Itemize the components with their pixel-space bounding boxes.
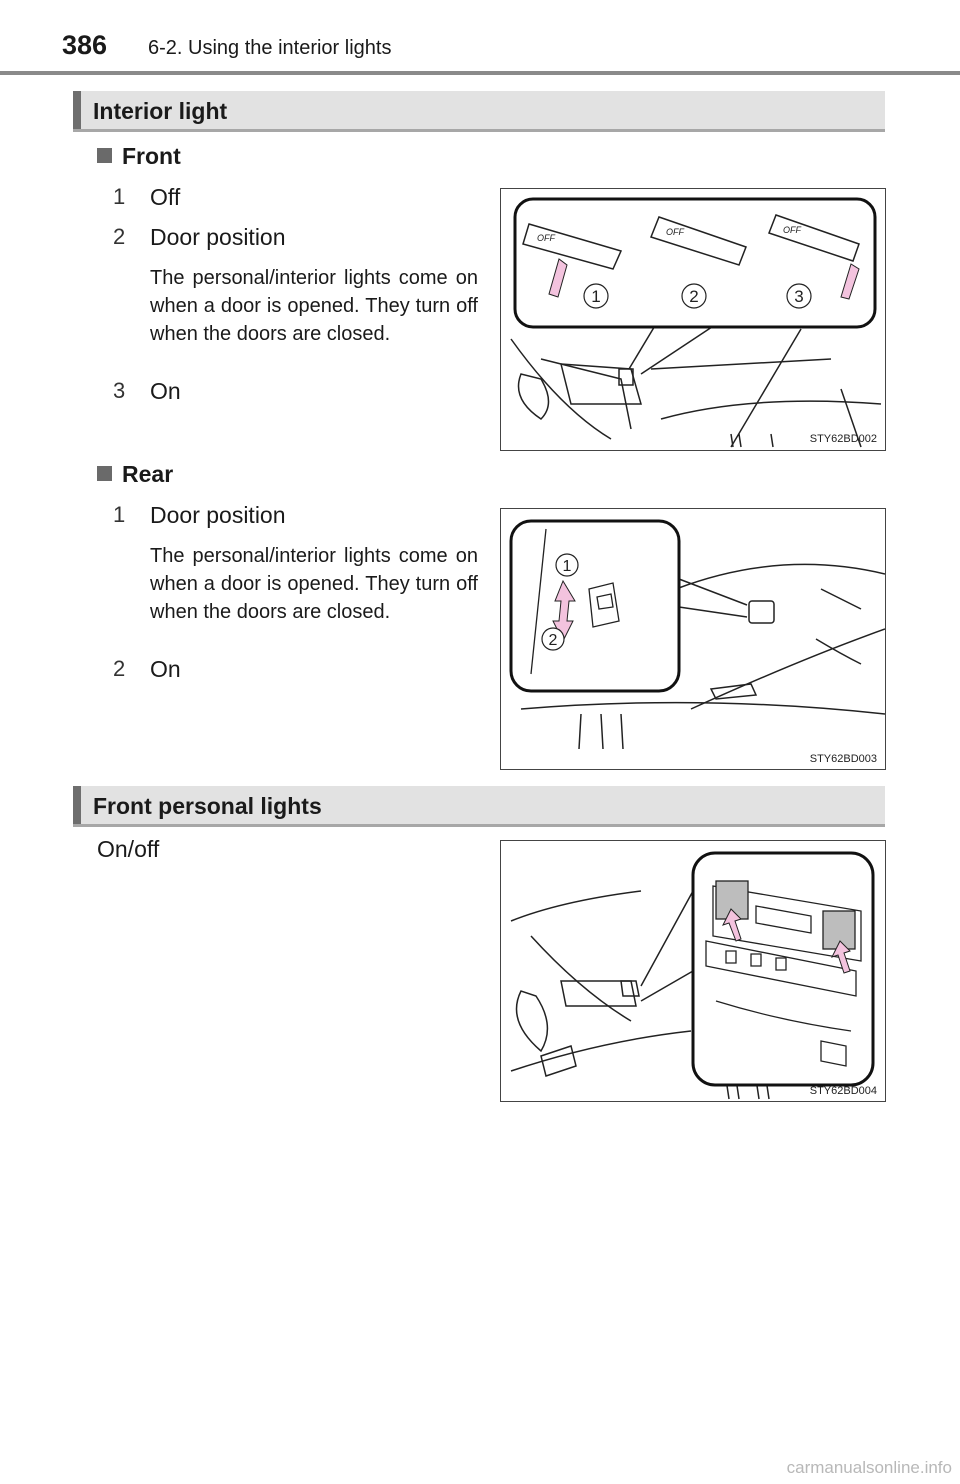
onoff-text: On/off — [97, 836, 160, 862]
callout-2: 2 — [689, 287, 698, 306]
callout-2: 2 — [549, 632, 558, 649]
header-rule — [0, 71, 960, 75]
subheading-label: Rear — [122, 461, 174, 487]
switch-off-text: OFF — [666, 227, 684, 237]
watermark: carmanualsonline.info — [786, 1458, 952, 1477]
item-label: Off — [150, 184, 181, 210]
section-bar-marker — [73, 91, 81, 129]
subheading-rear: Rear — [97, 461, 173, 488]
section-heading: Front personal lights — [93, 793, 322, 819]
section-bar-interior-light: Interior light — [73, 91, 885, 132]
page-number: 386 — [62, 30, 108, 60]
item-number: 1 — [113, 184, 126, 209]
figure-personal-lights: STY62BD004 — [500, 840, 886, 1102]
item-label: On — [150, 656, 181, 682]
figure-front-illustration: OFF OFF OFF 1 2 3 STY62BD002 — [510, 197, 882, 448]
switch-off-text: OFF — [537, 233, 555, 243]
section-heading: Interior light — [93, 98, 228, 124]
section-bar-front-personal: Front personal lights — [73, 786, 885, 827]
item-label: On — [150, 378, 181, 404]
figure-code: STY62BD004 — [810, 1085, 877, 1097]
section-title: 6-2. Using the interior lights — [148, 37, 392, 59]
subheading-front: Front — [97, 143, 181, 170]
section-bar-marker — [73, 786, 81, 824]
figure-rear-switch: 1 2 STY62BD003 — [500, 508, 886, 770]
square-bullet-icon — [97, 466, 112, 481]
callout-3: 3 — [794, 287, 803, 306]
figure-rear-illustration: 1 2 STY62BD003 — [509, 519, 885, 765]
item-number: 3 — [113, 378, 126, 403]
item-number: 2 — [113, 656, 126, 681]
square-bullet-icon — [97, 148, 112, 163]
figure-personal-illustration: STY62BD004 — [510, 851, 877, 1100]
item-description: The personal/interior lights come on whe… — [150, 267, 478, 345]
switch-off-text: OFF — [783, 225, 801, 235]
callout-1: 1 — [563, 558, 572, 575]
figure-front-switch: OFF OFF OFF 1 2 3 STY62BD002 — [500, 188, 886, 451]
figure-code: STY62BD003 — [810, 753, 877, 765]
item-number: 1 — [113, 502, 126, 527]
callout-1: 1 — [591, 287, 600, 306]
subheading-label: Front — [122, 143, 181, 169]
item-description: The personal/interior lights come on whe… — [150, 545, 478, 623]
item-label: Door position — [150, 502, 286, 528]
item-label: Door position — [150, 224, 286, 250]
item-number: 2 — [113, 224, 126, 249]
figure-code: STY62BD002 — [810, 433, 877, 445]
